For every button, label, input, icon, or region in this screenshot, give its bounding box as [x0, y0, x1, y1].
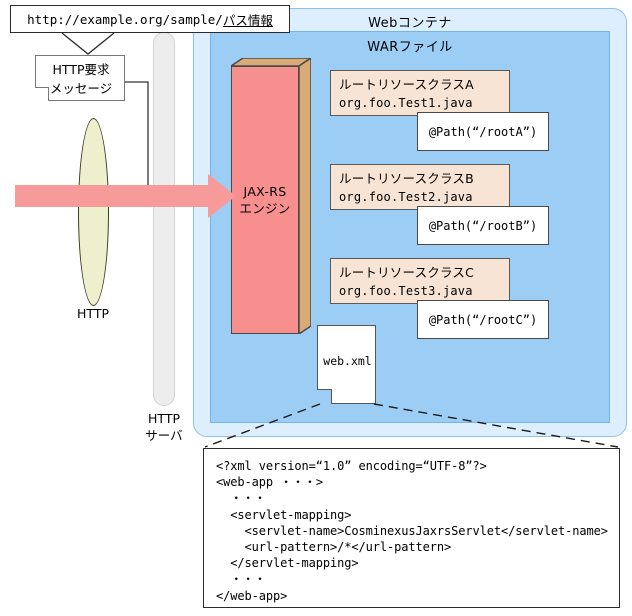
resource-class-title-a: ルートリソースクラスA: [339, 77, 474, 92]
path-annotation-text-b: @Path(“/rootB”): [428, 218, 538, 233]
http-protocol-ellipse: [78, 118, 109, 306]
url-callout-box: http://example.org/sample/パス情報: [10, 5, 290, 33]
http-request-message-line1: HTTP要求: [52, 62, 110, 77]
engine-label: JAX-RS エンジン: [239, 183, 290, 217]
web-container-title: Webコンテナ: [368, 16, 452, 31]
engine-label-line2: エンジン: [239, 201, 291, 216]
http-protocol-label: HTTP: [77, 306, 109, 321]
http-request-message-note: HTTP要求 メッセージ: [35, 55, 125, 101]
webxml-detail-box: <?xml version=“1.0” encoding=“UTF-8”?> <…: [203, 448, 620, 608]
http-server-label: HTTP サーバ: [133, 410, 195, 444]
url-prefix-text: http://example.org/sample/: [27, 11, 223, 27]
engine-label-line1: JAX-RS: [243, 184, 287, 199]
resource-class-card-c: ルートリソースクラスC org.foo.Test3.java: [330, 258, 510, 304]
path-annotation-card-b: @Path(“/rootB”): [417, 206, 549, 245]
resource-class-title-b: ルートリソースクラスB: [339, 171, 474, 186]
resource-class-card-a: ルートリソースクラスA org.foo.Test1.java: [330, 70, 510, 116]
engine-front-face: JAX-RS エンジン: [231, 66, 299, 334]
http-request-message-text: HTTP要求 メッセージ: [36, 60, 126, 98]
url-callout-tail: [61, 32, 115, 55]
path-annotation-card-a: @Path(“/rootA”): [417, 112, 549, 151]
resource-class-file-c: org.foo.Test3.java: [339, 284, 473, 298]
path-annotation-card-c: @Path(“/rootC”): [417, 300, 549, 339]
webxml-note: web.xml: [317, 325, 376, 404]
url-path-info-text: パス情報: [222, 12, 273, 28]
http-request-message-line2: メッセージ: [49, 81, 113, 96]
path-annotation-text-c: @Path(“/rootC”): [428, 312, 538, 327]
message-note-leader: [125, 81, 149, 196]
http-server-label-line1: HTTP: [148, 411, 180, 426]
resource-class-title-c: ルートリソースクラスC: [339, 265, 475, 280]
http-server-bar: [153, 32, 175, 406]
path-annotation-text-a: @Path(“/rootA”): [428, 124, 538, 139]
message-note-fold-corner: [35, 87, 49, 101]
webxml-note-fold-corner: [317, 389, 332, 404]
resource-class-card-b: ルートリソースクラスB org.foo.Test2.java: [330, 164, 510, 210]
resource-class-file-a: org.foo.Test1.java: [339, 96, 473, 110]
webxml-detail-text: <?xml version=“1.0” encoding=“UTF-8”?> <…: [216, 459, 608, 603]
war-file-title: WARファイル: [367, 40, 453, 55]
webxml-note-label: web.xml: [323, 354, 372, 368]
http-server-label-line2: サーバ: [145, 428, 183, 443]
jaxrs-engine-block: JAX-RS エンジン: [231, 58, 311, 334]
resource-class-file-b: org.foo.Test2.java: [339, 190, 473, 204]
message-note-leader-dot: [144, 192, 152, 200]
